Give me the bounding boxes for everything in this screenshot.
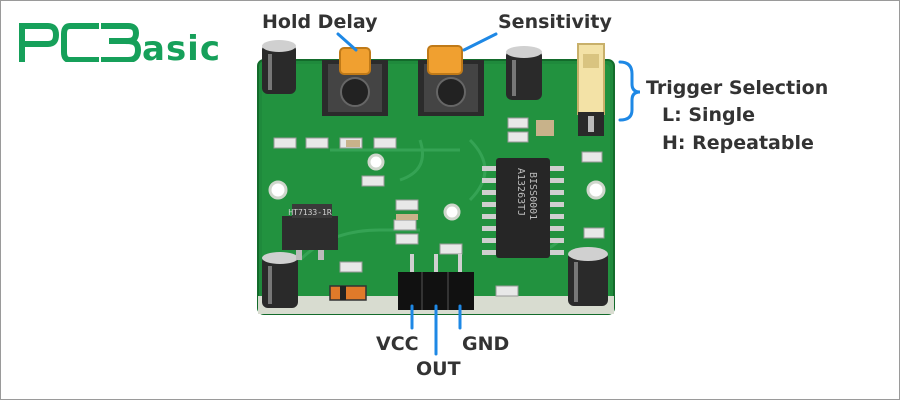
trigger-repeatable-label: H: Repeatable: [662, 132, 814, 154]
biss0001-chip: BISS0001 A13263TJ: [482, 158, 564, 258]
capacitor: [506, 46, 542, 100]
pcbasic-logo: asic: [19, 23, 221, 62]
voltage-regulator: HT7133-1R: [282, 204, 338, 260]
trigger-selection-label: Trigger Selection: [646, 77, 829, 99]
capacitor: [262, 252, 298, 308]
sensitivity-potentiometer: [418, 45, 484, 116]
sensitivity-callout: [462, 32, 498, 52]
header-pins: [398, 254, 474, 310]
hold-delay-callout: [336, 32, 358, 52]
gnd-label: GND: [462, 333, 510, 355]
trigger-single-label: L: Single: [662, 104, 756, 126]
mounting-hole: [367, 153, 385, 171]
sensitivity-label: Sensitivity: [498, 11, 612, 33]
vcc-label: VCC: [376, 333, 419, 355]
trigger-jumper: [577, 43, 605, 136]
hold-delay-label: Hold Delay: [262, 11, 378, 33]
svg-text:asic: asic: [142, 29, 221, 62]
diode: [329, 285, 367, 301]
mounting-hole: [443, 203, 461, 221]
hold-delay-potentiometer: [322, 47, 388, 116]
trigger-brace: [618, 60, 641, 122]
capacitor: [568, 247, 608, 306]
regulator-marking: HT7133-1R: [288, 208, 332, 217]
chip-marking-1: BISS0001: [527, 172, 538, 220]
capacitor: [262, 40, 296, 94]
mounting-hole: [268, 180, 288, 200]
chip-marking-2: A13263TJ: [515, 168, 526, 216]
mounting-hole: [586, 180, 606, 200]
out-label: OUT: [416, 358, 461, 380]
